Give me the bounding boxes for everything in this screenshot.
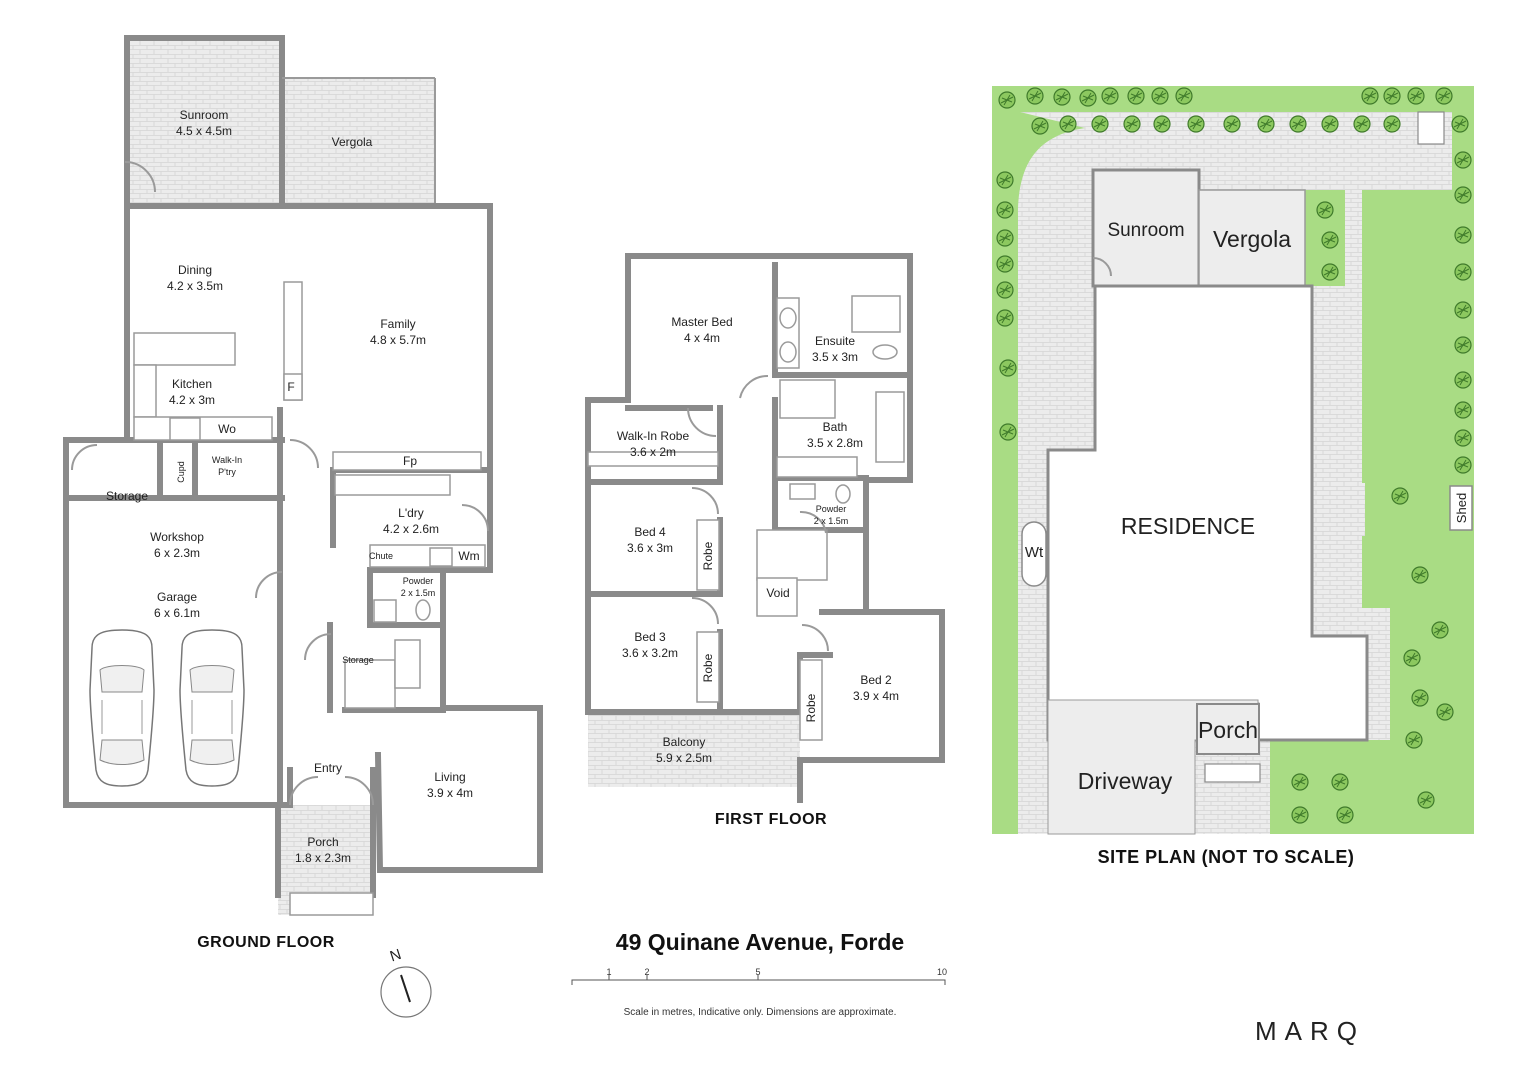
compass-north-label: N (388, 946, 404, 966)
ff-bed4-label: Bed 4 (634, 525, 666, 539)
ground-floor-plan: Sunroom 4.5 x 4.5m Vergola Dining 4.2 x … (63, 35, 543, 951)
site-plan-heading: SITE PLAN (NOT TO SCALE) (1098, 847, 1355, 867)
gf-chute-label: Chute (369, 551, 393, 561)
gf-storage-label: Storage (106, 489, 148, 503)
gf-kitchen-dims: 4.2 x 3m (169, 393, 215, 407)
vergola-tiles (282, 78, 435, 206)
ground-floor-heading: GROUND FLOOR (197, 934, 335, 951)
gf-porch-label: Porch (307, 835, 338, 849)
ff-balcony-dims: 5.9 x 2.5m (656, 751, 712, 765)
ff-bed3-dims: 3.6 x 3.2m (622, 646, 678, 660)
scale-tick-10: 10 (937, 967, 947, 977)
gf-garage-dims: 6 x 6.1m (154, 606, 200, 620)
ff-bed2-dims: 3.9 x 4m (853, 689, 899, 703)
gf-porch-dims: 1.8 x 2.3m (295, 851, 351, 865)
balcony-tiles (588, 712, 800, 787)
gf-powder-label: Powder (403, 576, 434, 586)
ff-robe3-label: Robe (701, 653, 715, 682)
gf-powder-dims: 2 x 1.5m (401, 588, 436, 598)
site-driveway-label: Driveway (1078, 768, 1173, 794)
scale-note: Scale in metres, Indicative only. Dimens… (624, 1007, 897, 1018)
gf-walkin-pantry-2: P'try (218, 467, 236, 477)
first-floor-plan: Master Bed 4 x 4m Ensuite 3.5 x 3m Walk-… (585, 253, 945, 828)
ff-bed2-label: Bed 2 (860, 673, 892, 687)
gf-vergola-label: Vergola (332, 135, 373, 149)
ff-master-label: Master Bed (671, 315, 732, 329)
scale-tick-2: 2 (644, 967, 649, 977)
gf-dining-label: Dining (178, 263, 212, 277)
gf-living-dims: 3.9 x 4m (427, 786, 473, 800)
scale-tick-5: 5 (755, 967, 760, 977)
gf-wall-oven-label: Wo (218, 422, 236, 436)
gf-laundry-label: L'dry (398, 506, 424, 520)
site-lawn-front (1280, 766, 1370, 834)
gf-fridge-label: F (287, 380, 294, 394)
ff-wir-dims: 3.6 x 2m (630, 445, 676, 459)
ff-robe4-label: Robe (701, 541, 715, 570)
gf-washing-machine-label: Wm (458, 549, 479, 563)
ff-bed3-label: Bed 3 (634, 630, 666, 644)
site-water-tank-label: Wt (1025, 544, 1044, 561)
ff-bath-dims: 3.5 x 2.8m (807, 436, 863, 450)
site-vergola-label: Vergola (1213, 226, 1291, 252)
compass: N (380, 946, 432, 1018)
site-porch-label: Porch (1198, 717, 1258, 743)
site-lawn-rear (1362, 190, 1444, 483)
ff-wir-label: Walk-In Robe (617, 429, 690, 443)
gf-laundry-dims: 4.2 x 2.6m (383, 522, 439, 536)
sunroom-tiles (127, 38, 282, 206)
scale-bar: 1 2 5 10 Scale in metres, Indicative onl… (571, 967, 947, 1018)
ff-ensuite-label: Ensuite (815, 334, 855, 348)
ff-master-dims: 4 x 4m (684, 331, 720, 345)
gf-cupboard-label: Cupd (176, 461, 186, 483)
ff-void-label: Void (766, 586, 789, 600)
brand-logo: MARQ (1255, 1016, 1365, 1046)
gf-workshop-dims: 6 x 2.3m (154, 546, 200, 560)
first-floor-heading: FIRST FLOOR (715, 811, 827, 828)
site-residence-label: RESIDENCE (1121, 513, 1255, 539)
car-icon-left (89, 629, 155, 787)
gf-workshop-label: Workshop (150, 530, 204, 544)
scale-tick-1: 1 (606, 967, 611, 977)
gf-entry-label: Entry (314, 761, 342, 775)
address-title: 49 Quinane Avenue, Forde (616, 929, 904, 955)
gf-fireplace-label: Fp (403, 454, 417, 468)
gf-living-label: Living (434, 770, 465, 784)
car-icon-right (179, 629, 245, 787)
ff-powder-dims: 2 x 1.5m (814, 516, 849, 526)
ff-robe2-label: Robe (804, 693, 818, 722)
site-shed-label: Shed (1454, 493, 1469, 523)
ff-powder-label: Powder (816, 504, 847, 514)
gf-sunroom-dims: 4.5 x 4.5m (176, 124, 232, 138)
ff-bath-label: Bath (823, 420, 848, 434)
gf-sunroom-label: Sunroom (180, 108, 229, 122)
gf-dining-dims: 4.2 x 3.5m (167, 279, 223, 293)
gf-walkin-pantry-1: Walk-In (212, 455, 242, 465)
site-sunroom-label: Sunroom (1107, 220, 1184, 241)
gf-kitchen-label: Kitchen (172, 377, 212, 391)
ff-balcony-label: Balcony (663, 735, 706, 749)
site-plan: Sunroom Vergola RESIDENCE Porch Driveway… (992, 86, 1474, 867)
gf-garage-label: Garage (157, 590, 197, 604)
gf-stair-storage-label: Storage (342, 655, 374, 665)
ff-ensuite-dims: 3.5 x 3m (812, 350, 858, 364)
gf-family-label: Family (380, 317, 415, 331)
gf-family-dims: 4.8 x 5.7m (370, 333, 426, 347)
ff-bed4-dims: 3.6 x 3m (627, 541, 673, 555)
